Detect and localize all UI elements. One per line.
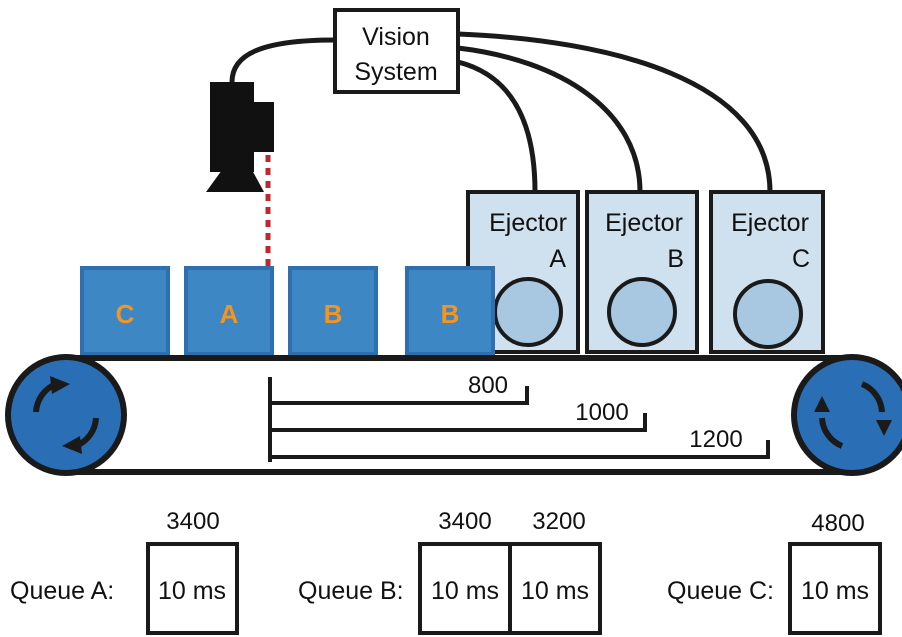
camera-icon xyxy=(206,82,274,192)
cable-ejector-b xyxy=(457,45,643,193)
product-box-4-label: B xyxy=(441,299,460,329)
ejector-b-piston xyxy=(607,277,677,347)
queue-a-time-1: 3400 xyxy=(166,508,219,535)
queue-b-label: Queue B: xyxy=(298,577,404,605)
product-boxes: C A B B xyxy=(80,266,495,356)
ejector-c: Ejector C xyxy=(709,190,825,354)
queue-c: Queue C: 4800 10 ms xyxy=(667,510,882,635)
product-box-4 xyxy=(405,266,495,356)
cable-ejector-a xyxy=(457,59,538,193)
queue-b-slot-1-value: 10 ms xyxy=(431,577,499,605)
vision-system-line1: Vision xyxy=(362,23,430,51)
ruler-1000 xyxy=(270,413,647,432)
product-box-1 xyxy=(80,266,170,356)
queue-a-slot-1 xyxy=(146,542,239,635)
ruler-1200 xyxy=(270,440,770,459)
distance-label-1000: 1000 xyxy=(575,399,628,426)
ejector-b: Ejector B xyxy=(585,190,699,354)
queue-c-slot-1 xyxy=(788,542,882,635)
ejector-a: Ejector A xyxy=(466,190,580,354)
product-box-2-label: A xyxy=(220,299,239,329)
ejector-b-letter: B xyxy=(667,245,684,273)
queue-c-time-1: 4800 xyxy=(811,510,864,537)
pulley-left xyxy=(5,354,127,476)
queue-b-time-2: 3200 xyxy=(532,508,585,535)
ejector-a-word: Ejector xyxy=(489,209,567,237)
cables xyxy=(229,31,773,193)
cable-ejector-c xyxy=(457,31,773,193)
conveyor-belt xyxy=(66,355,852,475)
ejector-a-letter: A xyxy=(549,245,566,273)
ejector-b-word: Ejector xyxy=(605,209,683,237)
ejector-c-letter: C xyxy=(792,245,810,273)
queue-a: Queue A: 3400 10 ms xyxy=(10,508,239,635)
queue-b: Queue B: 3400 3200 10 ms 10 ms xyxy=(298,508,602,635)
ejector-c-piston xyxy=(733,279,803,349)
vision-system: Vision System xyxy=(333,8,460,94)
product-box-1-label: C xyxy=(116,299,135,329)
queue-b-slot-2-value: 10 ms xyxy=(521,577,589,605)
queue-c-label: Queue C: xyxy=(667,577,774,605)
cable-camera xyxy=(229,37,336,83)
pulley-right xyxy=(791,354,902,476)
queue-b-slot-2 xyxy=(508,542,602,635)
ejector-a-piston xyxy=(493,277,563,347)
distance-label-800: 800 xyxy=(468,372,508,399)
product-box-3 xyxy=(288,266,378,356)
ruler-800 xyxy=(270,386,529,405)
vision-system-line2: System xyxy=(354,58,437,86)
vision-system-box xyxy=(333,8,460,94)
queue-a-label: Queue A: xyxy=(10,577,114,605)
queue-b-slot-1 xyxy=(418,542,512,635)
queue-b-time-1: 3400 xyxy=(438,508,491,535)
ejector-c-word: Ejector xyxy=(731,209,809,237)
queue-c-slot-1-value: 10 ms xyxy=(801,577,869,605)
distance-rulers xyxy=(268,377,770,462)
product-box-2 xyxy=(184,266,274,356)
rotate-arrows-icon xyxy=(819,381,885,449)
queue-a-slot-1-value: 10 ms xyxy=(158,577,226,605)
distance-label-1200: 1200 xyxy=(689,426,742,453)
product-box-3-label: B xyxy=(324,299,343,329)
